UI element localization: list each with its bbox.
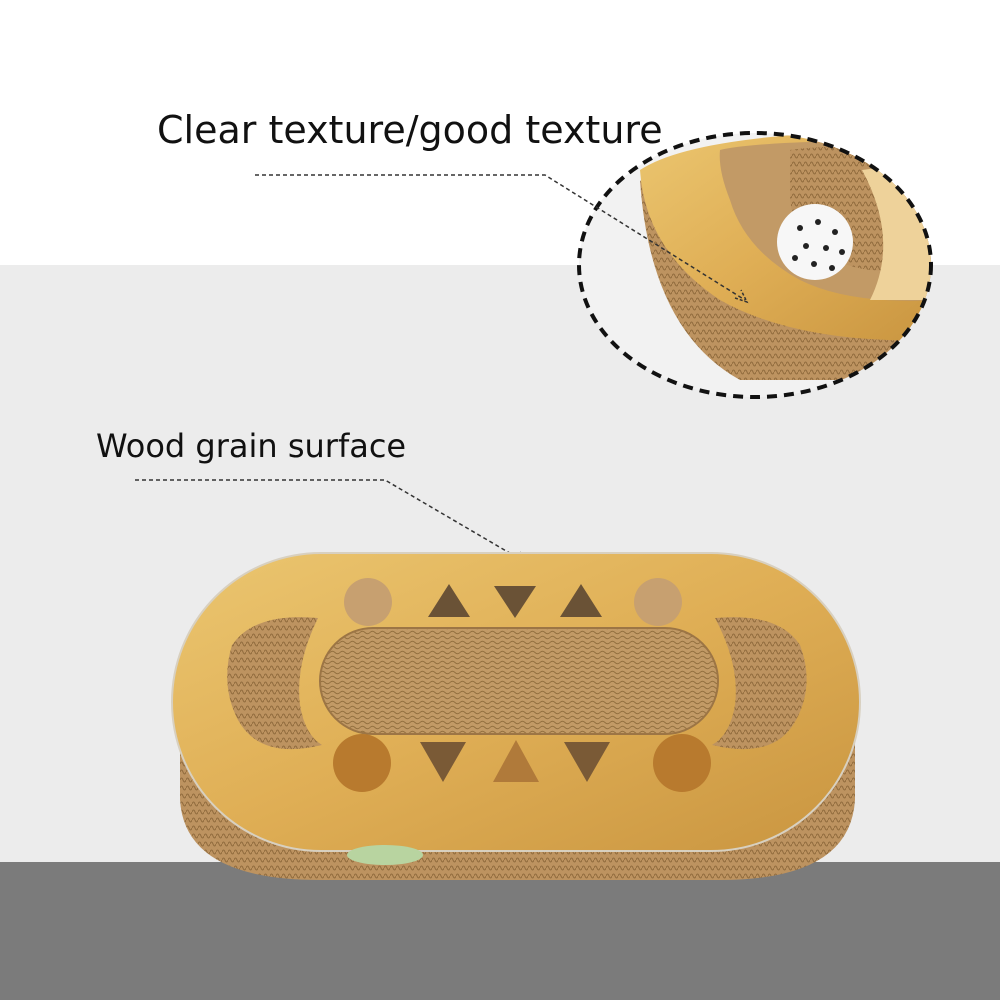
zoom-detail-circle	[577, 131, 933, 399]
texture-callout-label: Clear texture/good texture	[157, 108, 663, 152]
bottom-band	[0, 862, 1000, 1000]
surface-leader-line	[135, 479, 528, 566]
surface-callout-label: Wood grain surface	[96, 427, 407, 465]
texture-leader-line	[255, 174, 749, 304]
cat-scratcher-product	[171, 552, 861, 880]
